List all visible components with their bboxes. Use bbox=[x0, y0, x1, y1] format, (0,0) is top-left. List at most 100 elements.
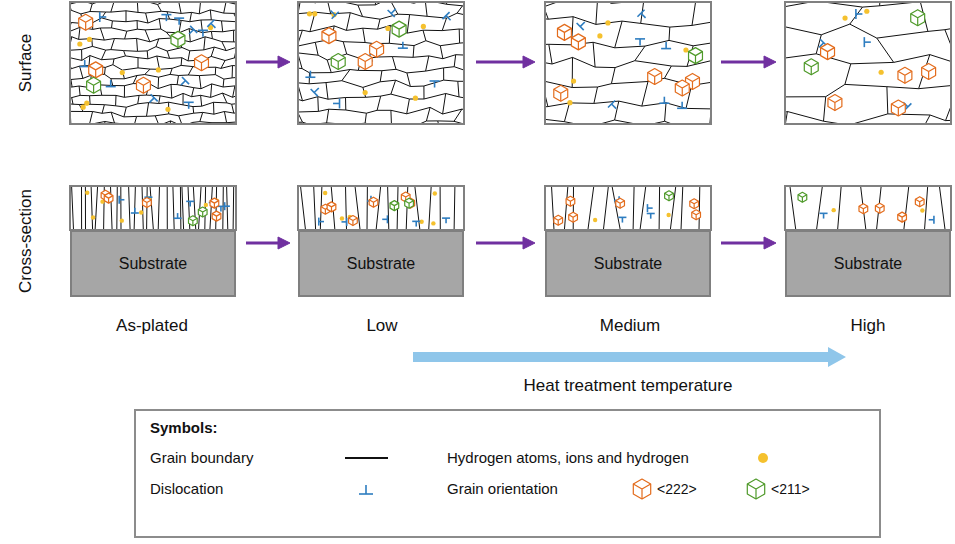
dislocation-symbol bbox=[398, 42, 408, 49]
surface-panel bbox=[785, 2, 951, 124]
dislocation-symbol bbox=[647, 204, 652, 212]
grain-cube bbox=[212, 211, 221, 221]
hydrogen-dot bbox=[312, 11, 317, 16]
hydrogen-dot bbox=[593, 218, 597, 222]
column-label: As-plated bbox=[116, 316, 188, 336]
dislocation-symbol bbox=[430, 81, 440, 88]
hydrogen-dot bbox=[842, 15, 847, 20]
grain-cube bbox=[569, 212, 578, 222]
row-label: Surface bbox=[16, 34, 36, 93]
grain-cube bbox=[859, 204, 868, 214]
hydrogen-dot bbox=[879, 70, 884, 75]
substrate-block: Substrate bbox=[298, 230, 464, 297]
grain-cube bbox=[665, 191, 674, 201]
dislocation-symbol bbox=[388, 5, 400, 17]
hydrogen-dot bbox=[363, 90, 368, 95]
dislocation-symbol bbox=[647, 213, 655, 218]
dislocation-symbol bbox=[677, 102, 687, 109]
grain-boundaries bbox=[70, 2, 236, 124]
hydrogen-dot bbox=[605, 20, 610, 25]
legend-swatch bbox=[758, 453, 768, 463]
hydrogen-dot bbox=[666, 213, 670, 217]
dislocation-symbol bbox=[661, 42, 671, 49]
grain-cube bbox=[189, 216, 198, 226]
grain-cube bbox=[633, 479, 650, 499]
hydrogen-dot bbox=[831, 208, 835, 212]
hydrogen-dot bbox=[165, 107, 170, 112]
coating-panel bbox=[70, 186, 236, 230]
grain-cube bbox=[828, 95, 842, 111]
dislocation-symbol bbox=[207, 20, 219, 32]
grain-cube bbox=[210, 198, 219, 208]
axis-label: Heat treatment temperature bbox=[524, 376, 733, 396]
grain-cube bbox=[891, 100, 905, 116]
dislocation-symbol bbox=[174, 18, 184, 25]
dislocation-symbol bbox=[119, 196, 124, 204]
grain-cube bbox=[648, 68, 662, 84]
dislocation-symbol bbox=[225, 202, 230, 210]
orientation-label: <211> bbox=[771, 481, 810, 497]
coating-panel bbox=[785, 186, 951, 230]
hydrogen-dot bbox=[421, 24, 426, 29]
columnar-grains bbox=[301, 186, 455, 230]
dislocation-symbol bbox=[305, 71, 315, 78]
columnar-grains bbox=[72, 186, 234, 230]
grain-cube bbox=[405, 198, 414, 208]
grain-cube bbox=[392, 21, 406, 37]
node-label: Substrate bbox=[119, 255, 187, 273]
substrate-block: Substrate bbox=[785, 230, 951, 297]
hydrogen-dot bbox=[683, 47, 688, 52]
hydrogen-dot bbox=[597, 33, 602, 38]
grain-boundary-sample bbox=[345, 457, 388, 459]
row-label: Cross-section bbox=[16, 189, 36, 293]
dislocation-symbol bbox=[333, 98, 340, 108]
grain-cube bbox=[79, 14, 93, 30]
grain-cube bbox=[198, 207, 207, 217]
temperature-arrow bbox=[413, 347, 846, 367]
dislocation-symbol bbox=[311, 84, 323, 96]
dislocation-symbol bbox=[382, 215, 387, 223]
dislocation-symbol bbox=[442, 218, 450, 223]
column-label: Low bbox=[366, 316, 397, 336]
grain-cube bbox=[875, 203, 884, 213]
column-label: Medium bbox=[600, 316, 660, 336]
orientation-label: <222> bbox=[657, 481, 697, 497]
grain-cube bbox=[89, 62, 103, 78]
hydrogen-dot bbox=[87, 37, 92, 42]
legend-text: Grain orientation bbox=[447, 480, 558, 497]
grain-cube bbox=[821, 44, 835, 60]
grain-boundaries bbox=[298, 2, 464, 124]
grain-cube bbox=[143, 197, 152, 207]
hydrogen-dot bbox=[920, 208, 924, 212]
columnar-grains bbox=[552, 186, 700, 230]
hydrogen-dot bbox=[567, 100, 572, 105]
dislocation-symbol bbox=[177, 77, 189, 89]
dislocation-symbol bbox=[184, 102, 194, 109]
hydrogen-dot bbox=[77, 41, 82, 46]
dislocation-symbol bbox=[577, 18, 589, 30]
hydrogen-dot bbox=[204, 203, 208, 207]
hydrogen-dot bbox=[120, 218, 124, 222]
grain-boundaries bbox=[785, 2, 951, 124]
process-arrows bbox=[246, 56, 776, 249]
dislocation-symbol bbox=[412, 221, 420, 226]
hydrogen-dot bbox=[307, 11, 312, 16]
dislocation-symbol bbox=[359, 485, 373, 494]
dislocation-symbol bbox=[635, 39, 645, 46]
grain-cube bbox=[327, 202, 336, 212]
grain-cube bbox=[554, 215, 563, 225]
hydrogen-dot bbox=[571, 78, 576, 83]
grain-cube bbox=[369, 197, 378, 207]
dislocation-symbol bbox=[659, 97, 669, 104]
legend-heading: Symbols: bbox=[150, 419, 218, 436]
dislocation-symbol bbox=[341, 218, 346, 226]
hydrogen-dot bbox=[340, 216, 344, 220]
grain-cube bbox=[557, 24, 571, 40]
grain-cube bbox=[690, 199, 699, 209]
grain-cube bbox=[370, 41, 384, 57]
dislocation-symbol bbox=[186, 26, 198, 38]
dislocation-symbol bbox=[186, 201, 194, 206]
substrate-block: Substrate bbox=[70, 230, 236, 297]
dislocation-symbol bbox=[864, 37, 871, 47]
dislocation-symbol bbox=[131, 208, 139, 213]
